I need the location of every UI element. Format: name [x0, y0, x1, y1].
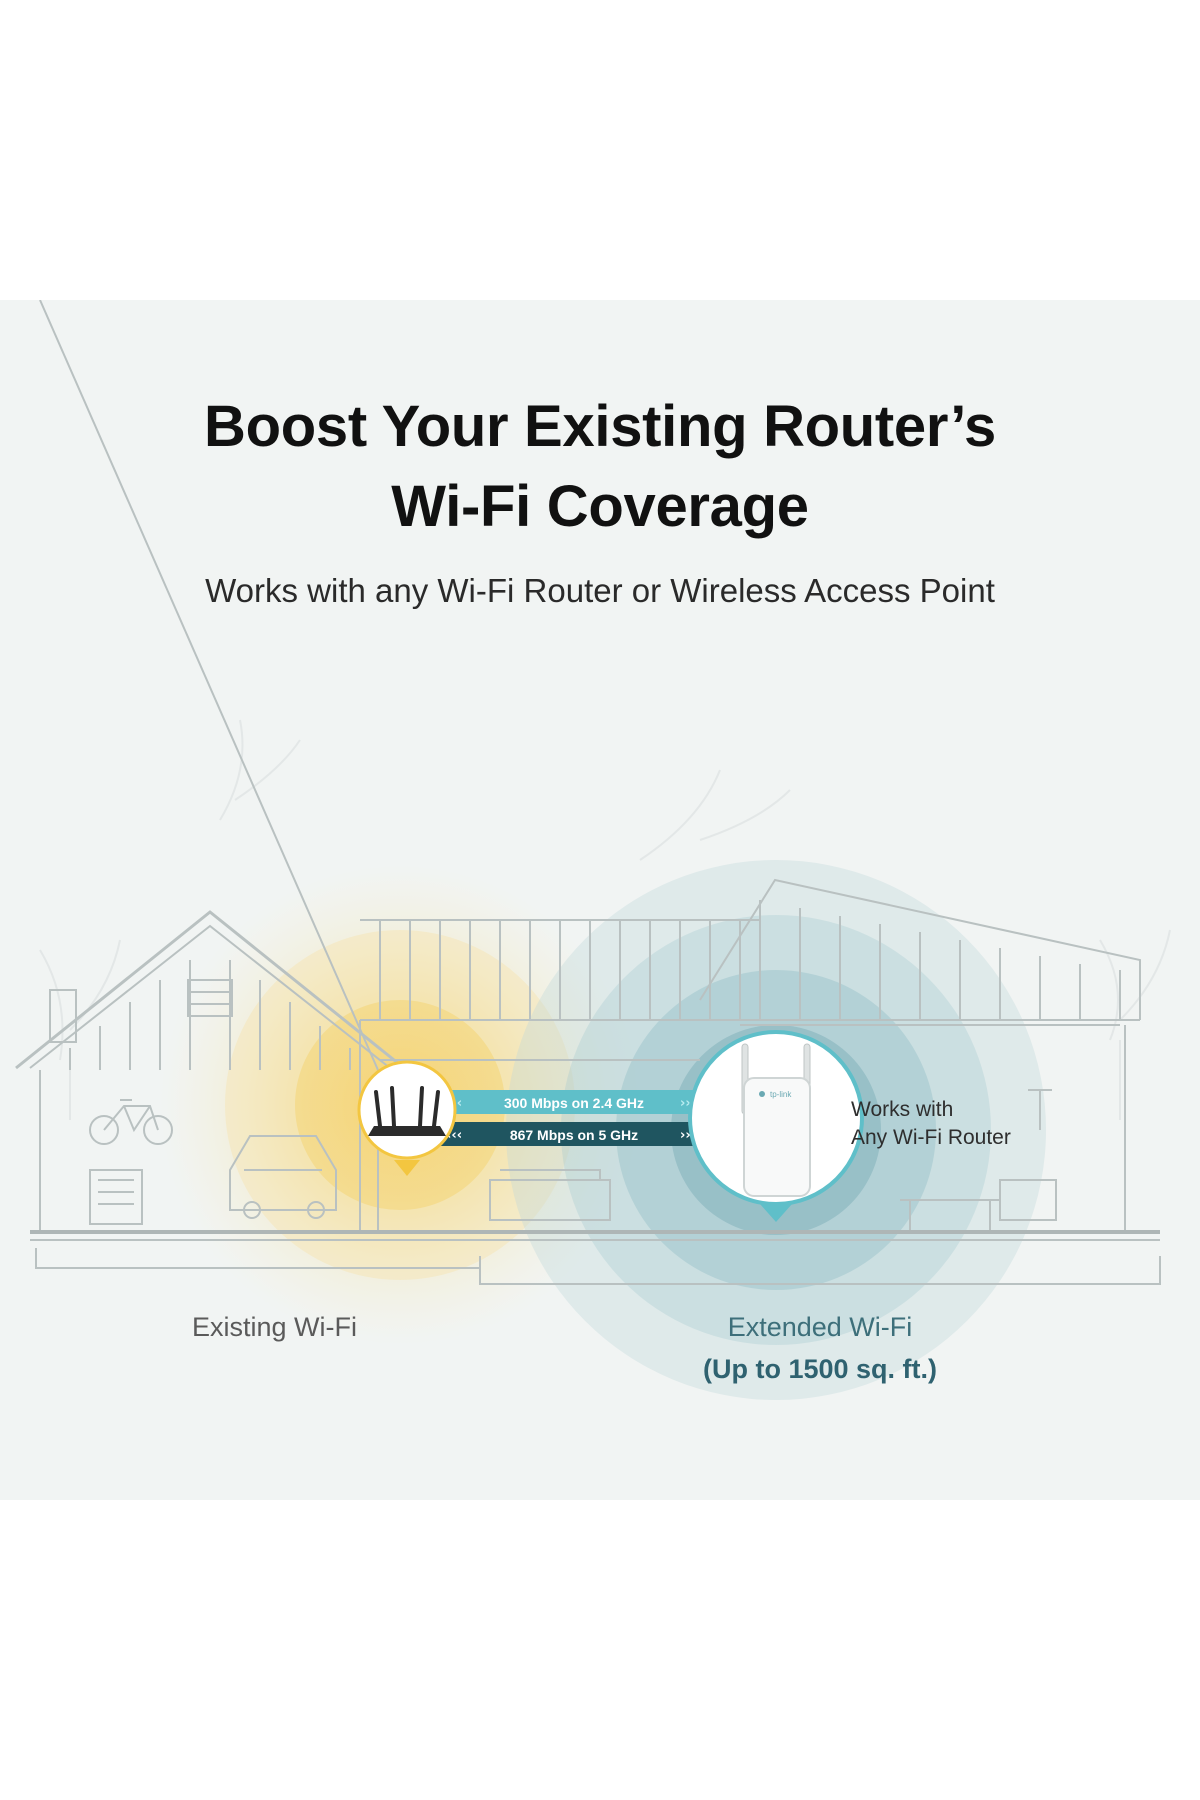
- subheadline: Works with any Wi-Fi Router or Wireless …: [205, 572, 995, 609]
- router-icon: [357, 1060, 457, 1176]
- hero-panel: Boost Your Existing Router’s Wi-Fi Cover…: [0, 300, 1200, 1500]
- car-icon: [229, 1135, 337, 1219]
- extended-wifi-label: Extended Wi-Fi: [727, 1312, 913, 1342]
- house-outline: [15, 300, 1161, 1285]
- headline-line-1: Boost Your Existing Router’s: [204, 394, 996, 459]
- extended-wifi-caption: Extended Wi-Fi (Up to 1500 sq. ft.): [600, 1306, 1040, 1390]
- band-bars: ‹‹‹ ››› ‹‹‹ ››› 300 Mbps on 2.4 GHz 867 …: [418, 1090, 730, 1146]
- extender-callout-line-1: Works with: [851, 1098, 954, 1121]
- existing-wifi-coverage: [160, 865, 640, 1345]
- bicycle-icon: [89, 1099, 173, 1145]
- extender-callout: Works with Any Wi-Fi Router: [851, 1096, 1011, 1152]
- extended-wifi-area: (Up to 1500 sq. ft.): [702, 1354, 938, 1384]
- existing-wifi-label: Existing Wi-Fi: [192, 1312, 358, 1342]
- svg-text:tp-link: tp-link: [770, 1090, 792, 1099]
- range-extender-icon: tp-link: [688, 1030, 864, 1222]
- extender-callout-line-2: Any Wi-Fi Router: [851, 1126, 1011, 1149]
- band-5-label: 867 Mbps on 5 GHz: [510, 1127, 638, 1143]
- coverage-illustration: ‹‹‹ ››› ‹‹‹ ››› 300 Mbps on 2.4 GHz 867 …: [15, 300, 1171, 1400]
- headline-line-2: Wi-Fi Coverage: [391, 474, 809, 539]
- band-24-label: 300 Mbps on 2.4 GHz: [504, 1095, 644, 1111]
